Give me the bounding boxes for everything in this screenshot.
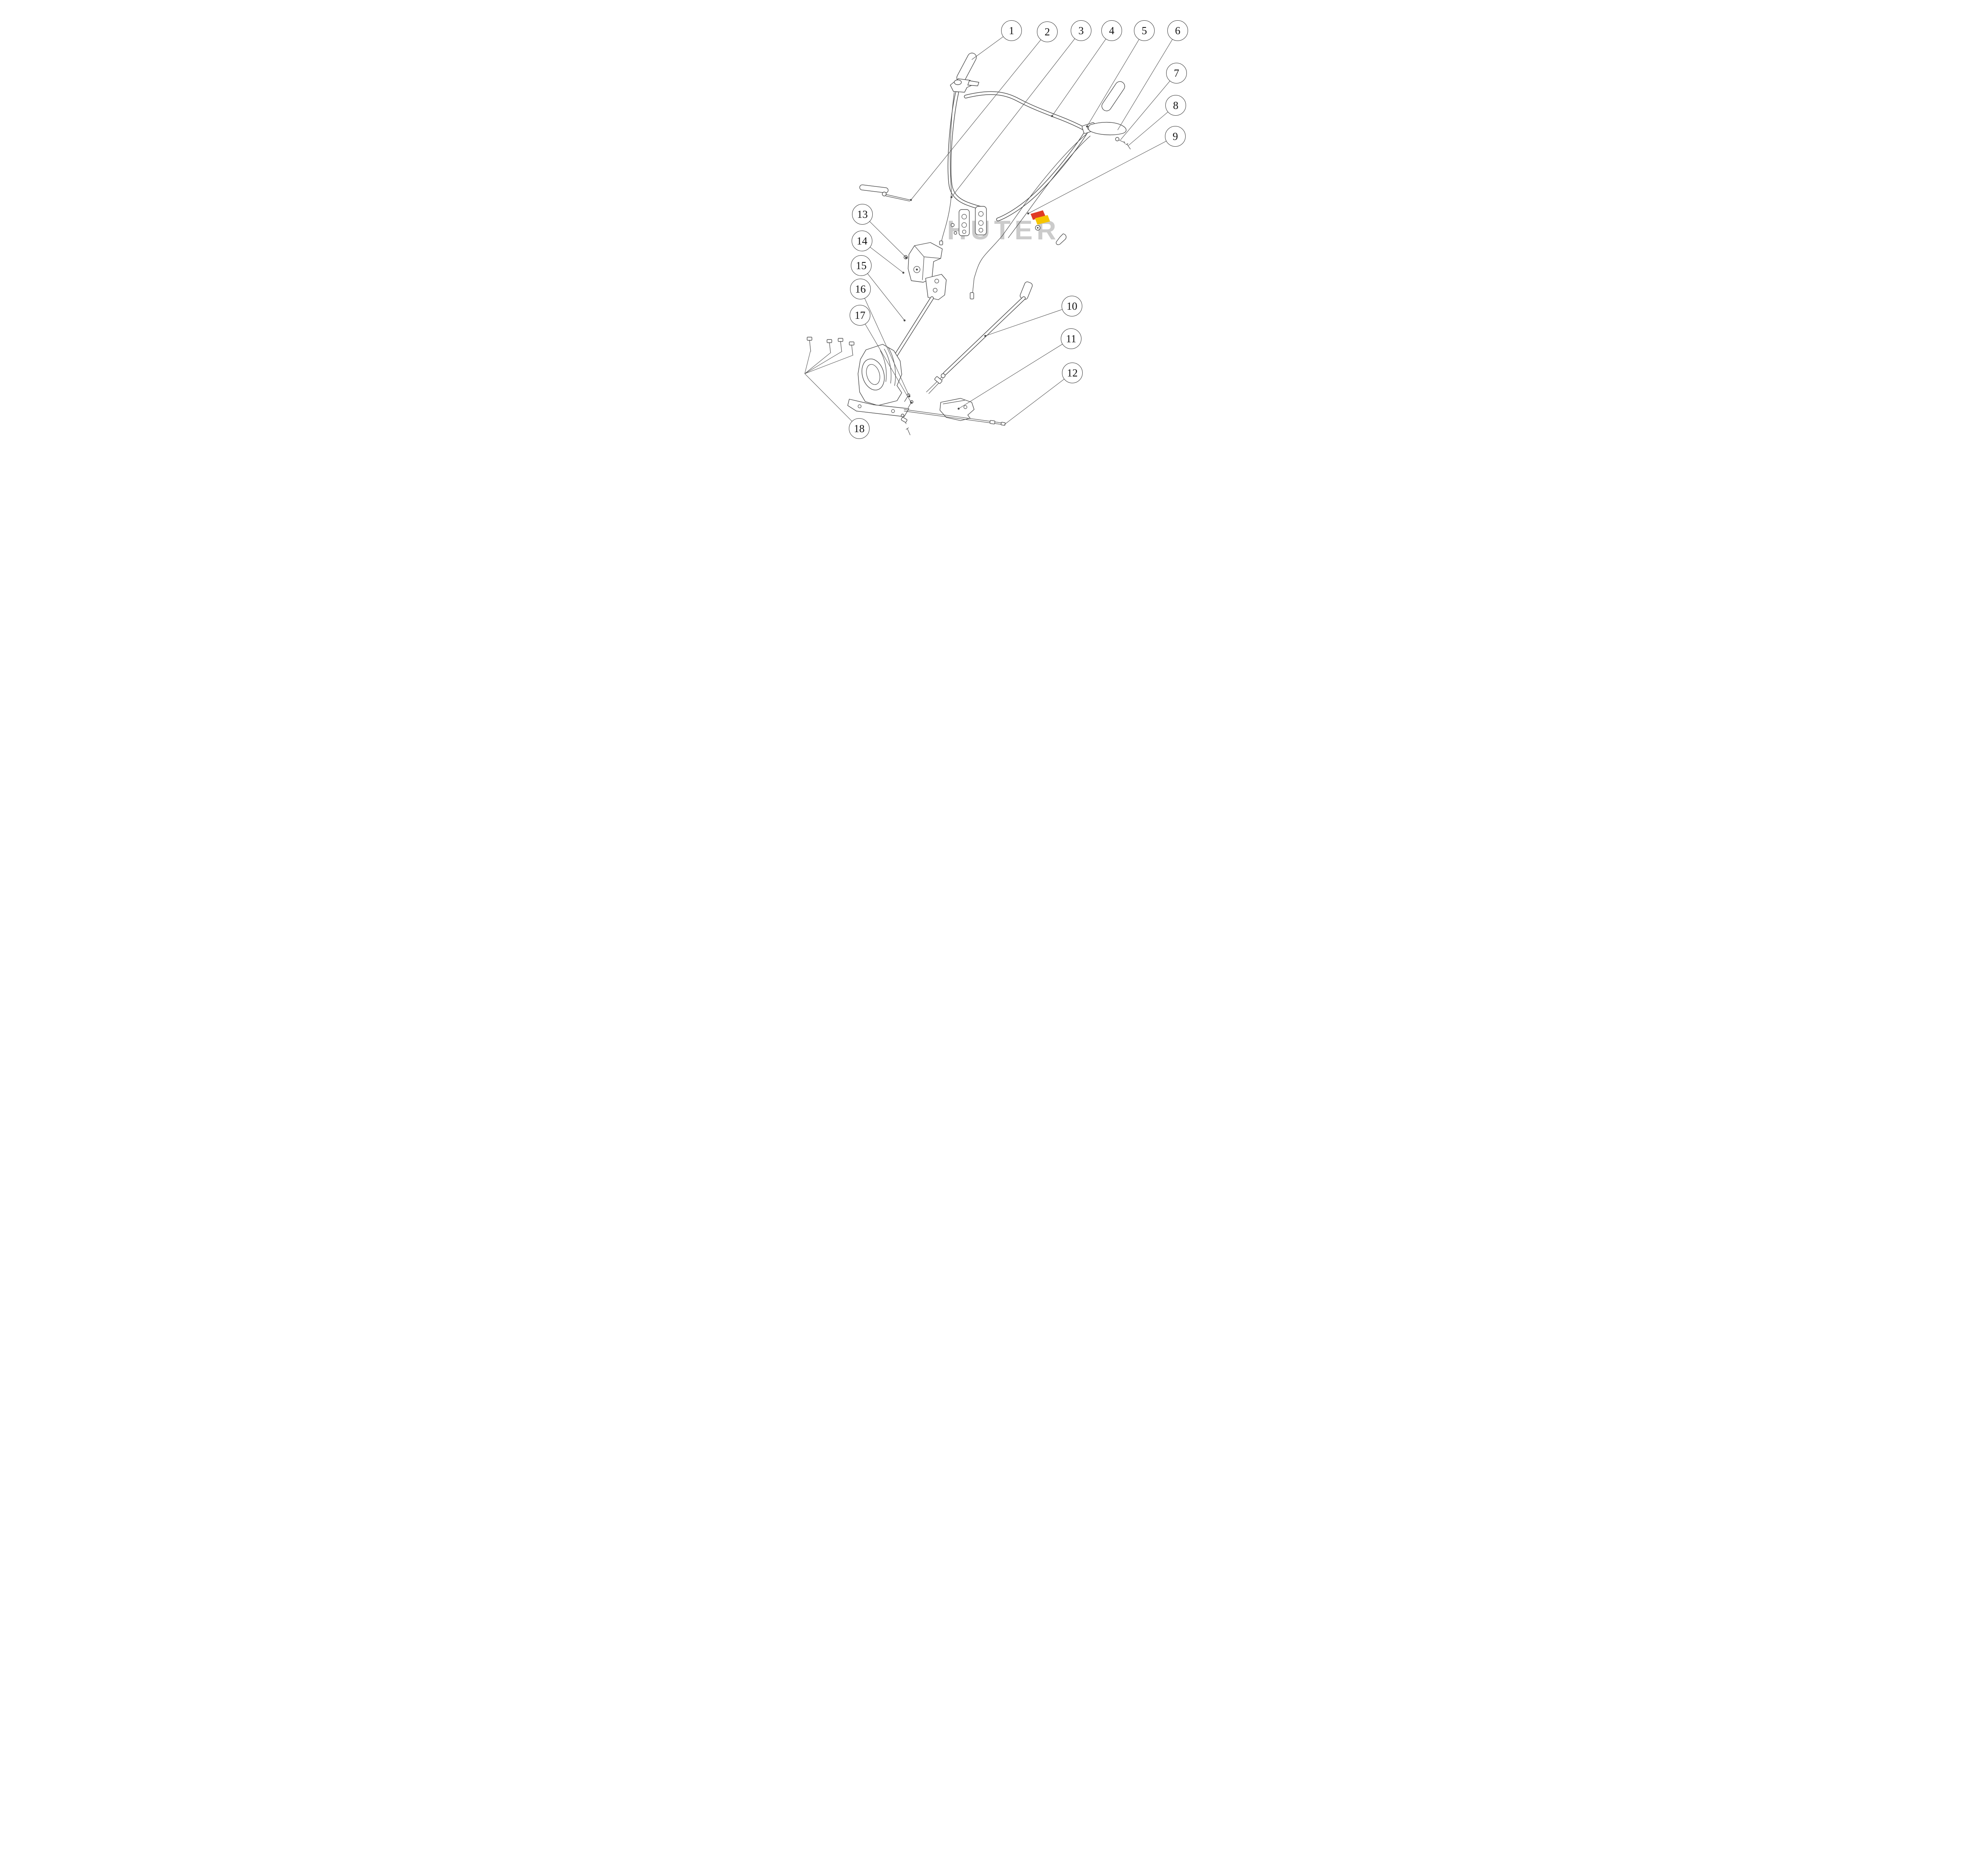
callout-11-label: 11 <box>1066 332 1076 345</box>
leader-line-16 <box>860 289 910 397</box>
callout-4-label: 4 <box>1109 24 1114 37</box>
exploded-parts-diagram: HUTER <box>686 0 1302 444</box>
right-grip <box>1101 81 1125 111</box>
switch-cover <box>903 242 943 283</box>
leader-line-17 <box>860 315 912 403</box>
clutch-lever <box>1088 122 1126 136</box>
leader-branch-18d <box>804 355 853 374</box>
callout-2-label: 2 <box>1044 25 1050 38</box>
leader-line-2 <box>911 31 1048 200</box>
exploded-drawing <box>807 52 1131 435</box>
callout-12: 12 <box>1062 363 1083 383</box>
callout-7: 7 <box>1166 63 1187 83</box>
callout-18: 18 <box>849 418 870 439</box>
callout-9: 9 <box>1165 126 1186 147</box>
callout-15: 15 <box>851 255 872 276</box>
leader-line-9 <box>1028 136 1176 214</box>
callout-10: 10 <box>1062 296 1082 316</box>
leader-line-3 <box>951 30 1081 198</box>
linkage-rod <box>859 184 911 202</box>
callout-15-label: 15 <box>856 259 867 272</box>
callout-10-label: 10 <box>1066 300 1077 312</box>
leader-lines <box>804 30 1178 429</box>
small-fasteners <box>901 393 914 435</box>
leader-line-12 <box>1004 373 1073 425</box>
callout-11: 11 <box>1061 328 1081 349</box>
callout-6-label: 6 <box>1175 24 1180 37</box>
callout-18-label: 18 <box>854 422 865 435</box>
callout-4: 4 <box>1101 20 1122 41</box>
leader-line-10 <box>985 306 1072 336</box>
callout-16-label: 16 <box>855 283 866 295</box>
callout-17-label: 17 <box>854 309 866 321</box>
control-cables <box>970 133 1091 299</box>
leader-line-4 <box>1052 30 1112 116</box>
leader-line-7 <box>1120 73 1177 140</box>
leader-line-6 <box>1117 30 1178 130</box>
callout-12-label: 12 <box>1067 367 1078 379</box>
callout-5: 5 <box>1134 20 1155 41</box>
callout-7-label: 7 <box>1174 67 1179 79</box>
watermark-flag-yellow-icon <box>1035 215 1050 225</box>
callout-1-label: 1 <box>1009 24 1014 37</box>
column-tube <box>889 274 947 365</box>
lever-bolt <box>1115 137 1126 144</box>
leader-line-11 <box>958 338 1072 409</box>
callout-3-label: 3 <box>1078 24 1084 37</box>
leader-line-18 <box>804 373 860 429</box>
callout-16: 16 <box>850 279 871 299</box>
lower-housing <box>847 344 909 417</box>
callout-8: 8 <box>1165 95 1186 116</box>
callout-5-label: 5 <box>1142 24 1147 37</box>
callout-3: 3 <box>1071 20 1091 41</box>
callout-8-label: 8 <box>1173 99 1178 111</box>
callout-13: 13 <box>852 204 873 225</box>
leader-branch-18b <box>804 353 831 374</box>
mounting-bolts <box>807 337 854 356</box>
callout-17: 17 <box>850 305 870 326</box>
diagram-canvas: HUTER <box>804 30 1178 435</box>
leader-branch-18c <box>804 351 842 374</box>
callout-6: 6 <box>1167 20 1188 41</box>
callout-13-label: 13 <box>857 208 868 220</box>
leader-line-15 <box>861 265 905 321</box>
mounting-plates <box>951 206 987 236</box>
callout-1: 1 <box>1001 20 1022 41</box>
throttle-housing <box>950 78 979 93</box>
cotter-pin <box>1126 143 1131 149</box>
callout-14: 14 <box>852 231 872 251</box>
shift-rod <box>926 281 1033 394</box>
callout-2: 2 <box>1037 21 1058 42</box>
callout-9-label: 9 <box>1173 130 1178 142</box>
callout-14-label: 14 <box>856 235 868 247</box>
leader-line-5 <box>1087 30 1145 127</box>
bottom-bracket <box>904 398 1006 426</box>
throttle-cable <box>939 92 955 245</box>
leader-branch-18a <box>804 351 811 374</box>
